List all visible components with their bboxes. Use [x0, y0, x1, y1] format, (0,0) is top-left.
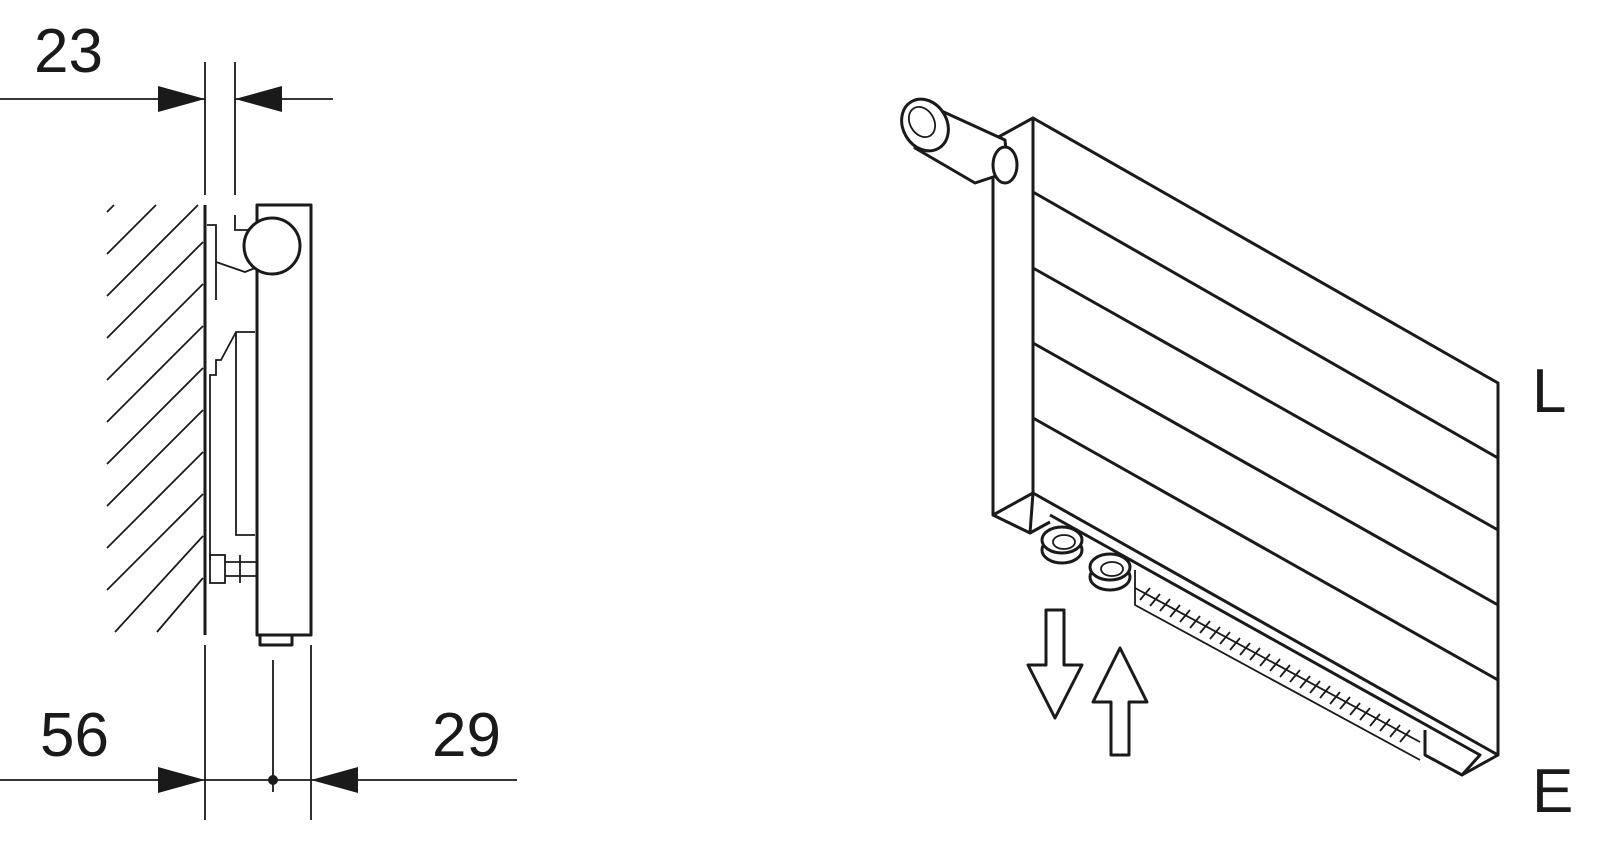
flow-up-arrow-icon — [1091, 646, 1149, 757]
dimension-line-top — [0, 62, 333, 195]
side-view: 23 — [0, 17, 517, 820]
dimension-top-label: 23 — [34, 17, 103, 86]
thermostat-valve — [900, 97, 1019, 185]
pipe-circle — [242, 216, 302, 276]
dimension-bottom-right-label: 29 — [432, 701, 501, 770]
wall-bracket — [207, 215, 257, 584]
dimension-line-bottom — [0, 645, 517, 820]
flow-down-arrow-icon — [1026, 608, 1084, 720]
dimension-bottom-left-label: 56 — [40, 701, 109, 770]
perspective-view: L E — [900, 97, 1573, 826]
radiator-panel-side — [242, 203, 313, 647]
supply-label: L — [1532, 357, 1566, 426]
wall-hatching — [106, 204, 207, 635]
radiator-body — [991, 116, 1500, 777]
convector-fins — [1134, 570, 1421, 761]
return-label: E — [1532, 757, 1573, 826]
connection-pipes — [1040, 525, 1132, 592]
